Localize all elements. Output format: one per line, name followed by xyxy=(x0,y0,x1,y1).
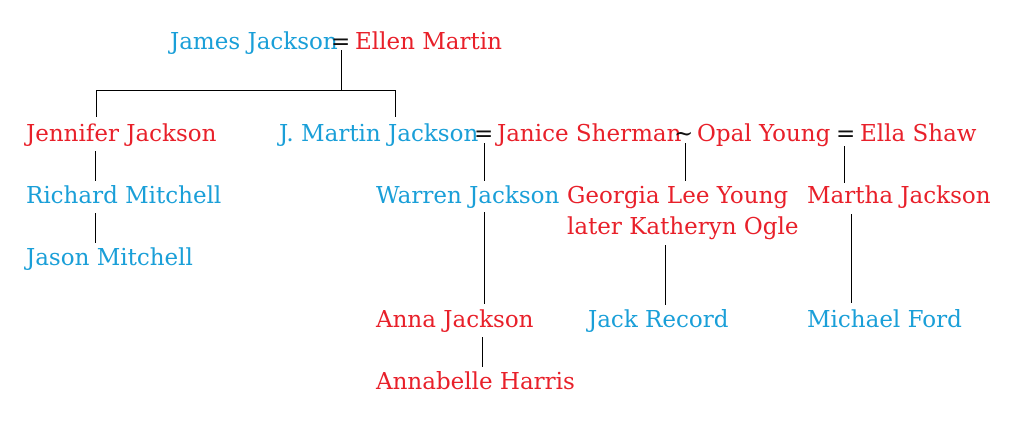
connector-parents-down xyxy=(341,50,342,91)
marriage-symbol: = xyxy=(331,29,351,55)
connector-to-warren xyxy=(484,143,485,181)
person-annabelle-harris: Annabelle Harris xyxy=(376,369,575,395)
connector-georgia-jack xyxy=(665,245,666,305)
person-warren-jackson: Warren Jackson xyxy=(376,183,560,209)
georgia-later-name-line: later Katheryn Ogle xyxy=(567,214,799,240)
marriage-symbol: = xyxy=(474,121,494,147)
person-michael-ford: Michael Ford xyxy=(807,307,962,333)
connector-siblings-bar xyxy=(96,90,396,91)
person-jason-mitchell: Jason Mitchell xyxy=(26,245,193,271)
relationship-symbol: ~ xyxy=(674,121,694,147)
person-martha-jackson: Martha Jackson xyxy=(807,183,991,209)
person-janice-sherman: Janice Sherman xyxy=(497,121,682,147)
person-georgia-lee-young: Georgia Lee Young later Katheryn Ogle xyxy=(567,181,798,243)
person-jack-record: Jack Record xyxy=(588,307,729,333)
connector-richard-jason xyxy=(95,213,96,243)
person-ellen-martin: Ellen Martin xyxy=(355,29,502,55)
connector-to-martha xyxy=(844,146,845,183)
connector-to-georgia xyxy=(685,143,686,181)
marriage-symbol: = xyxy=(836,121,856,147)
connector-warren-anna xyxy=(484,212,485,304)
georgia-name-line: Georgia Lee Young xyxy=(567,183,789,209)
person-jennifer-jackson: Jennifer Jackson xyxy=(26,121,217,147)
person-anna-jackson: Anna Jackson xyxy=(376,307,534,333)
person-j-martin-jackson: J. Martin Jackson xyxy=(279,121,479,147)
connector-to-j-martin xyxy=(395,90,396,117)
person-ella-shaw: Ella Shaw xyxy=(860,121,977,147)
connector-anna-annabelle xyxy=(482,337,483,367)
person-richard-mitchell: Richard Mitchell xyxy=(26,183,222,209)
person-james-jackson: James Jackson xyxy=(170,29,338,55)
connector-to-jennifer xyxy=(96,90,97,117)
connector-martha-michael xyxy=(851,214,852,303)
person-opal-young: Opal Young xyxy=(697,121,831,147)
connector-jennifer-richard xyxy=(95,151,96,181)
